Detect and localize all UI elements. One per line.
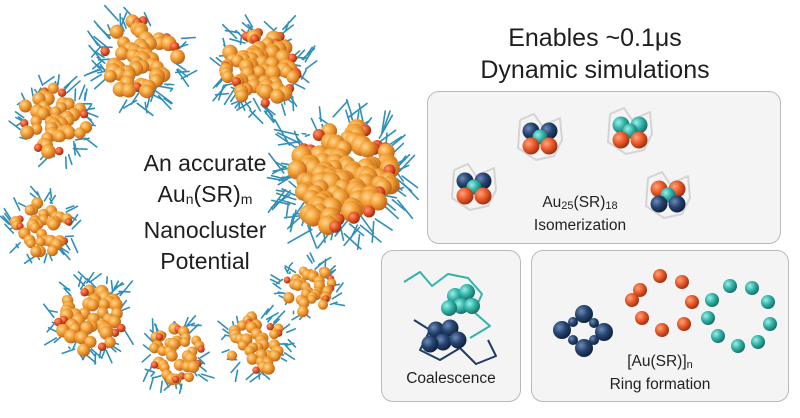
cluster-top-right [209, 14, 318, 124]
coalescence-molecule [403, 271, 497, 365]
left-au: Au [157, 181, 186, 207]
iso-sub-25: 25 [561, 200, 574, 212]
cluster-right-small [269, 252, 346, 321]
cluster-right-large [266, 98, 419, 251]
isomerization-panel [427, 91, 781, 244]
left-line-1: An accurate [143, 150, 267, 176]
ring-au-sr: [Au(SR)] [627, 353, 687, 370]
left-line-3: Nanocluster [143, 217, 267, 243]
simulation-heading: Enables ~0.1μs Dynamic simulations [440, 22, 750, 86]
ring-formula: [Au(SR)]n [585, 352, 735, 375]
left-sub-n: n [185, 191, 194, 207]
iso-sub-18: 18 [605, 200, 618, 212]
coalescence-label: Coalescence [406, 370, 496, 387]
cluster-left-middle [0, 185, 82, 265]
isomer-center [517, 113, 563, 161]
heading-line-2: Dynamic simulations [480, 56, 710, 84]
ring-label: Ring formation [609, 376, 711, 393]
isomer-left [451, 163, 497, 211]
left-line-4: Potential [160, 248, 250, 274]
isomerization-label: Isomerization [533, 217, 627, 234]
cluster-left-upper [8, 74, 99, 170]
ring-orange [625, 269, 699, 337]
left-sr: (SR) [193, 181, 241, 207]
cluster-bottom-center [141, 315, 215, 394]
iso-sr: (SR) [573, 194, 606, 211]
isomerization-caption: Au25(SR)18 Isomerization [515, 193, 645, 235]
cluster-top-left [83, 4, 198, 117]
left-line-2: Aun(SR)m [105, 179, 305, 215]
cluster-bottom-right [217, 304, 297, 383]
ring-navy [553, 305, 613, 357]
ring-sub-n: n [686, 359, 693, 371]
left-sub-m: m [240, 191, 253, 207]
isomer-right-bottom [645, 171, 691, 219]
isomer-right-top [607, 107, 653, 155]
heading-line-1: Enables ~0.1μs [508, 24, 682, 52]
isomerization-formula: Au25(SR)18 [515, 193, 645, 216]
ring-teal [701, 279, 777, 353]
iso-au: Au [542, 194, 562, 211]
potential-description: An accurate Aun(SR)m Nanocluster Potenti… [105, 148, 305, 277]
ring-caption: [Au(SR)]n Ring formation [585, 352, 735, 394]
cluster-bottom-left [42, 271, 134, 365]
